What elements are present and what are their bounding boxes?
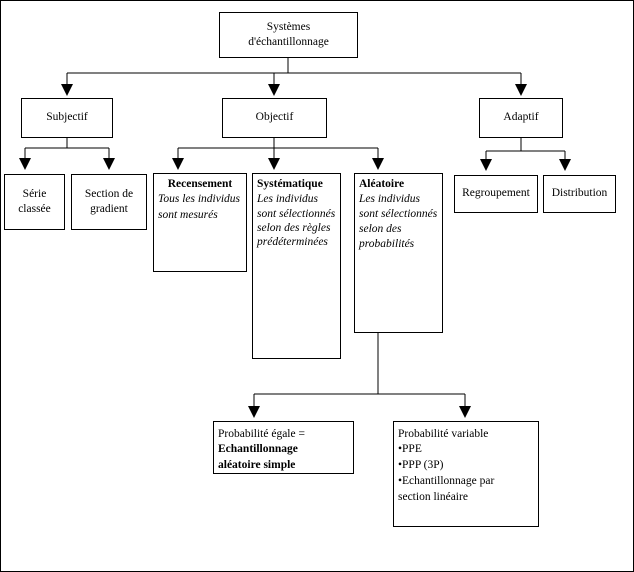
systematique-heading: Systématique — [257, 178, 323, 190]
root-label-line2: d'échantillonnage — [248, 36, 329, 48]
arrowhead-adaptif — [515, 84, 527, 96]
node-probabilite-variable[interactable]: Probabilité variable •PPE •PPP (3P) •Ech… — [393, 421, 539, 527]
arrowhead-objectif — [268, 84, 280, 96]
aleatoire-body-line3: selon des — [359, 222, 402, 235]
adaptif-label: Adaptif — [503, 111, 539, 124]
arrowhead-regroupement — [480, 159, 492, 171]
probabilite-egale-bold-line2: aléatoire simple — [218, 459, 296, 472]
node-regroupement[interactable]: Regroupement — [454, 175, 538, 213]
objectif-label: Objectif — [255, 111, 294, 124]
node-subjectif[interactable]: Subjectif — [21, 98, 113, 138]
arrowhead-aleatoire — [372, 158, 384, 170]
aleatoire-heading: Aléatoire — [359, 178, 405, 190]
subjectif-label: Subjectif — [46, 111, 88, 124]
section-gradient-line1: Section de — [84, 187, 134, 200]
arrowhead-systematique — [268, 158, 280, 170]
systematique-body-line1: Les individus — [257, 193, 319, 206]
aleatoire-body-line2: sont sélectionnés — [359, 208, 438, 221]
probabilite-variable-bullet-4: section linéaire — [398, 490, 468, 503]
probabilite-egale-intro: Probabilité égale = — [218, 428, 305, 440]
probabilite-egale-bold-line1: Echantillonnage — [218, 443, 298, 456]
serie-classee-line1: Série — [22, 187, 47, 200]
aleatoire-body-line4: probabilités — [359, 238, 415, 251]
systematique-body-line3: selon des règles — [257, 221, 331, 234]
probabilite-variable-bullet-3: •Echantillonnage par — [398, 474, 495, 487]
node-systematique[interactable]: Systématique Les individus sont sélectio… — [252, 173, 341, 359]
arrowhead-distribution — [559, 159, 571, 171]
arrowhead-section-gradient — [103, 158, 115, 170]
recensement-body-line2: sont mesurés — [158, 209, 218, 222]
probabilite-variable-bullet-2: •PPP (3P) — [398, 459, 444, 472]
recensement-body-line1: Tous les individus — [158, 193, 241, 206]
node-objectif[interactable]: Objectif — [222, 98, 327, 138]
node-serie-classee[interactable]: Série classée — [4, 174, 65, 230]
node-distribution[interactable]: Distribution — [543, 175, 616, 213]
serie-classee-line2: classée — [18, 203, 51, 215]
regroupement-label: Regroupement — [462, 187, 530, 200]
node-adaptif[interactable]: Adaptif — [479, 98, 563, 138]
arrowhead-serie-classee — [19, 158, 31, 170]
aleatoire-body-line1: Les individus — [359, 193, 421, 206]
root-label-line1: Systèmes — [266, 20, 311, 33]
arrowhead-probabilite-egale — [248, 406, 260, 418]
node-recensement[interactable]: Recensement Tous les individus sont mesu… — [153, 173, 247, 272]
section-gradient-line2: gradient — [90, 203, 128, 215]
node-section-de-gradient[interactable]: Section de gradient — [71, 174, 147, 230]
probabilite-variable-intro: Probabilité variable — [398, 428, 489, 440]
node-probabilite-egale[interactable]: Probabilité égale = Echantillonnage aléa… — [213, 421, 354, 474]
arrowhead-subjectif — [61, 84, 73, 96]
node-systemes-echantillonnage[interactable]: Systèmes d'échantillonnage — [219, 12, 358, 58]
probabilite-variable-bullet-1: •PPE — [398, 443, 422, 456]
arrowhead-probabilite-variable — [459, 406, 471, 418]
distribution-label: Distribution — [551, 187, 608, 200]
recensement-heading: Recensement — [167, 178, 233, 190]
systematique-body-line2: sont sélectionnés — [257, 208, 336, 221]
systematique-body-line4: prédéterminées — [257, 235, 328, 248]
arrowhead-recensement — [172, 158, 184, 170]
node-aleatoire[interactable]: Aléatoire Les individus sont sélectionné… — [354, 173, 443, 333]
